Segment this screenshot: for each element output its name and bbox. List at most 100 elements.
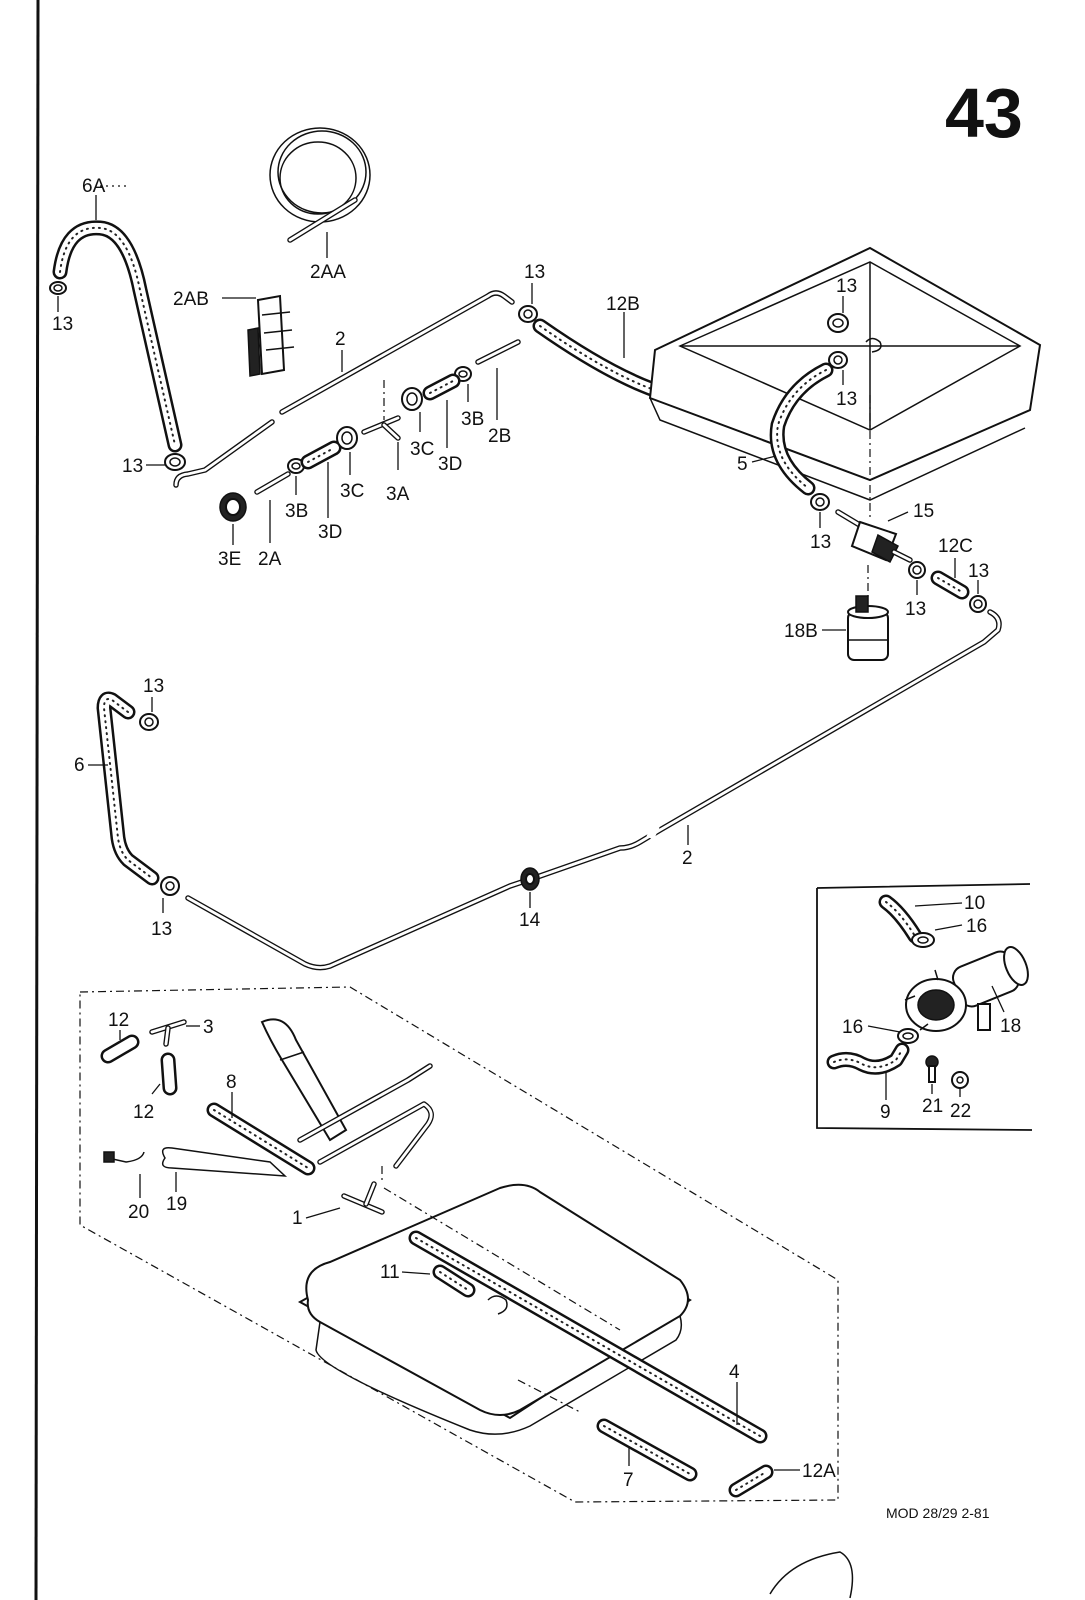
label-13-b: 13	[122, 456, 143, 477]
fuel-hose-6	[96, 691, 160, 886]
label-13-c: 13	[524, 262, 545, 283]
hose-clamp-13	[160, 876, 180, 896]
label-22: 22	[950, 1101, 971, 1122]
label-21: 21	[922, 1096, 943, 1117]
filler-neck	[260, 1018, 348, 1142]
cable-20	[103, 1151, 145, 1163]
label-1: 1	[292, 1208, 303, 1229]
hose-clip-3B	[287, 366, 472, 474]
vent-hose-8	[206, 1102, 316, 1176]
label-19: 19	[166, 1194, 187, 1215]
label-12B: 12B	[606, 294, 640, 315]
label-12C: 12C	[938, 536, 973, 557]
grommet-3E	[219, 492, 247, 522]
inset-frame	[816, 883, 1033, 1131]
grommet-14	[520, 867, 540, 891]
hose-clamp-13	[49, 281, 67, 295]
label-2AA: 2AA	[310, 262, 346, 283]
page-binding-edge	[34, 0, 40, 1600]
label-2A: 2A	[258, 549, 282, 570]
label-13-i: 13	[143, 676, 164, 697]
label-13-e: 13	[836, 389, 857, 410]
label-11: 11	[380, 1262, 400, 1283]
label-13-h: 13	[968, 561, 989, 582]
label-2-a: 2	[335, 329, 346, 350]
pipe-piece-2A	[254, 471, 291, 495]
fuel-tank-lower	[297, 1183, 692, 1435]
label-9: 9	[880, 1102, 891, 1123]
label-14: 14	[519, 910, 541, 931]
label-16-b: 16	[842, 1017, 863, 1038]
hose-clamp-13	[969, 595, 987, 613]
label-2-b: 2	[682, 848, 693, 869]
label-3A: 3A	[386, 484, 410, 505]
t-connector-1	[341, 1181, 385, 1215]
washer-22	[951, 1071, 969, 1089]
label-5: 5	[737, 454, 748, 475]
label-2AB: 2AB	[173, 289, 209, 310]
label-3D-b: 3D	[318, 522, 342, 543]
scribble-mark	[769, 1551, 854, 1599]
hose-10	[878, 894, 923, 944]
connector-pipe-12	[100, 1034, 178, 1096]
label-3D-a: 3D	[438, 454, 462, 475]
coiled-pipe-2AA	[269, 127, 371, 243]
hose-11	[432, 1264, 476, 1298]
label-13-j: 13	[151, 919, 172, 940]
pipe-piece-2B	[475, 339, 521, 365]
label-3B-b: 3B	[285, 501, 308, 522]
label-3B-a: 3B	[461, 409, 484, 430]
fuel-pipe-2-upper	[173, 290, 515, 488]
grommet-3C	[336, 387, 423, 450]
label-15: 15	[913, 501, 934, 522]
label-13-g: 13	[905, 599, 926, 620]
hose-9	[826, 1042, 910, 1075]
hose-clip-16	[911, 932, 935, 948]
vent-hose-4	[408, 1230, 768, 1444]
label-13-d: 13	[836, 276, 857, 297]
electric-fuel-pump-18	[904, 946, 1029, 1032]
bolt-21	[925, 1055, 939, 1083]
label-7: 7	[623, 1470, 634, 1491]
label-4: 4	[729, 1362, 740, 1383]
pipe-19	[161, 1146, 288, 1177]
label-18: 18	[1000, 1016, 1021, 1037]
label-12-b: 12	[133, 1102, 154, 1123]
label-18B: 18B	[784, 621, 818, 642]
hose-clamp-13	[827, 313, 849, 333]
hose-clamp-13	[908, 561, 926, 579]
short-hose-3D	[300, 373, 461, 470]
hose-clip-16	[897, 1028, 919, 1044]
label-12A: 12A	[802, 1461, 836, 1482]
label-13-a: 13	[52, 314, 73, 335]
fuel-pipe-2-main	[185, 609, 1002, 971]
hose-clamp-13	[810, 493, 830, 511]
short-hose-12C	[930, 570, 970, 600]
lower-assembly-frame	[79, 986, 839, 1503]
fuel-filter-15	[835, 509, 913, 564]
label-12-a: 12	[108, 1010, 129, 1031]
label-6: 6	[74, 755, 85, 776]
hose-clamp-13	[139, 713, 159, 731]
footer-code: MOD 28/29 2-81	[886, 1505, 990, 1521]
label-6A: 6A	[82, 176, 106, 197]
fuel-pump-18B	[847, 595, 889, 661]
label-3: 3	[203, 1017, 214, 1038]
hose-clamp-13	[164, 453, 186, 471]
hose-clamp-13	[828, 351, 848, 369]
t-connector-3	[149, 1019, 187, 1047]
label-3E: 3E	[218, 549, 241, 570]
label-16-a: 16	[966, 916, 987, 937]
label-8: 8	[226, 1072, 237, 1093]
fuel-hose-5	[769, 362, 834, 496]
hose-clamp-13	[518, 305, 538, 323]
hose-7	[596, 1418, 698, 1482]
clip-2AB	[247, 294, 295, 377]
label-3C-a: 3C	[410, 439, 434, 460]
label-2B: 2B	[488, 426, 511, 447]
label-13-f: 13	[810, 532, 831, 553]
hose-12A	[728, 1464, 774, 1498]
vent-pipes	[297, 1063, 434, 1169]
t-connector-3A	[361, 415, 401, 441]
